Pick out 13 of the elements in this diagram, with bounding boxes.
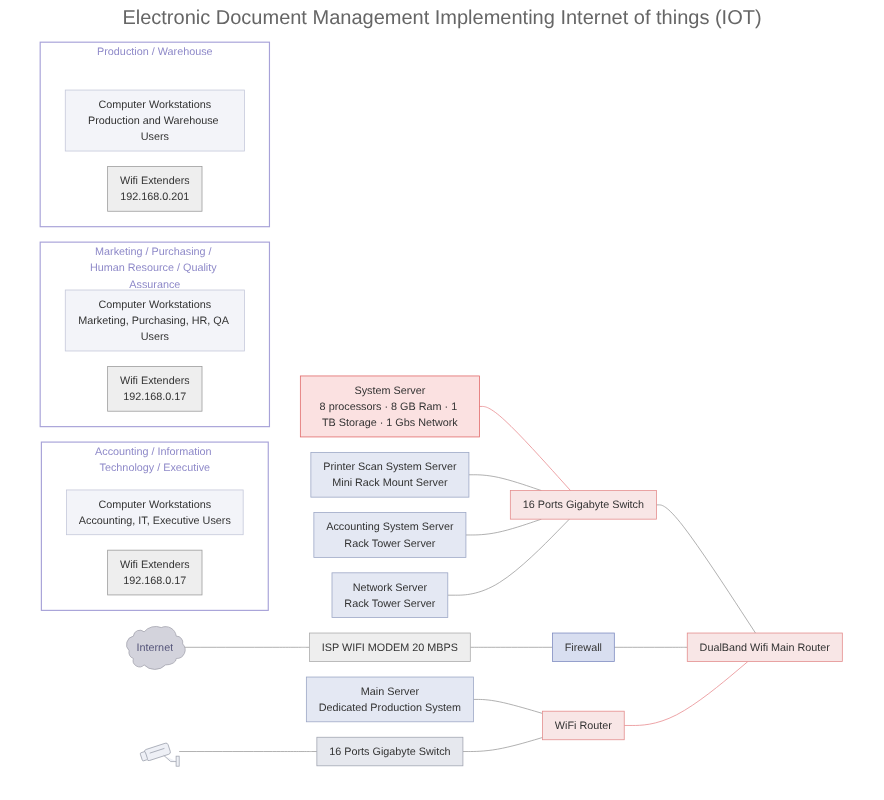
connector	[463, 737, 544, 752]
connector	[179, 751, 318, 752]
connector	[448, 518, 571, 596]
connector	[184, 646, 311, 648]
connector	[473, 699, 544, 714]
connector	[656, 504, 757, 634]
connector	[469, 474, 543, 491]
connector	[624, 661, 749, 726]
connector	[466, 518, 543, 536]
connector	[479, 406, 572, 491]
connector	[614, 646, 689, 648]
connector	[470, 646, 554, 648]
diagram-title: Electronic Document Management Implementing Internet of things (IOT)	[120, 8, 764, 32]
